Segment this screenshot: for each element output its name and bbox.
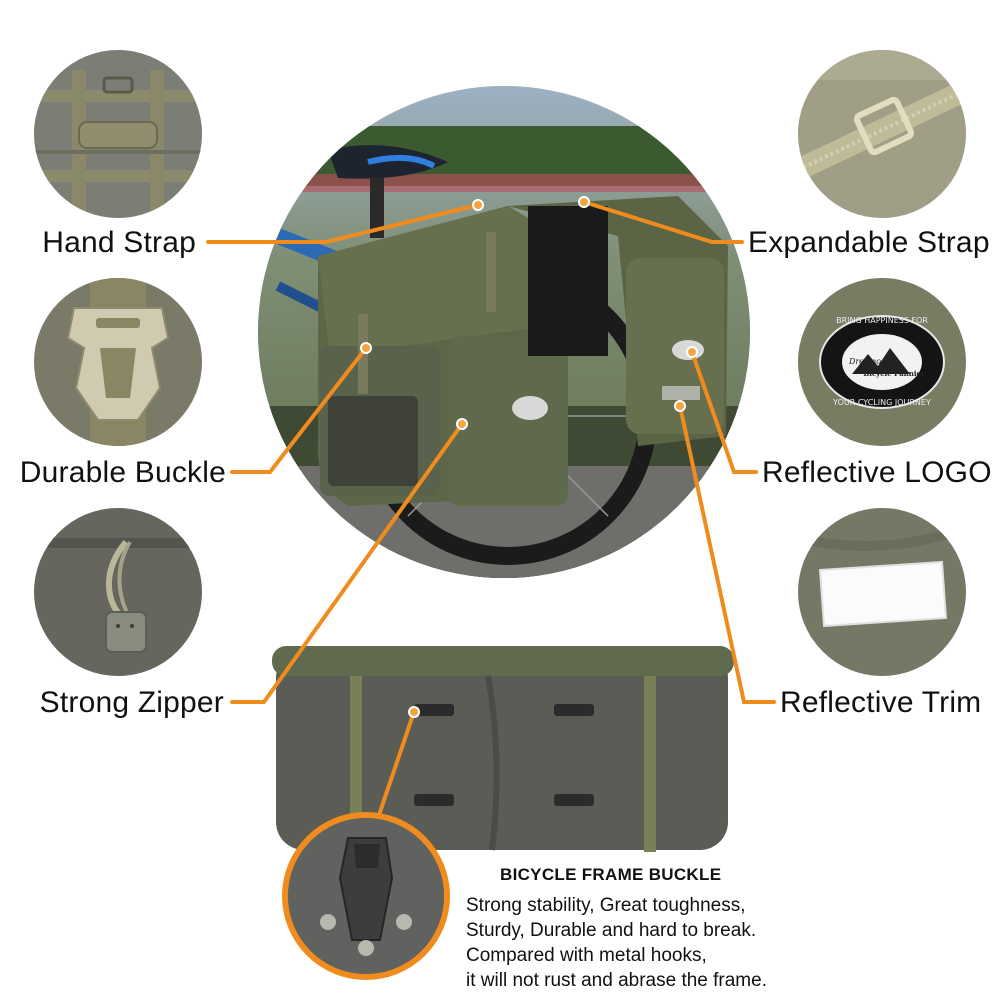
hand-strap-detail-image bbox=[34, 50, 202, 218]
expandable-strap-detail-image bbox=[798, 50, 966, 218]
logo-top-text: BRING HAPPINESS FOR bbox=[836, 316, 928, 325]
callout-expandable-strap: Expandable Strap bbox=[748, 226, 990, 259]
callout-hand-strap: Hand Strap bbox=[42, 226, 196, 259]
frame-buckle-description: BICYCLE FRAME BUCKLE Strong stability, G… bbox=[466, 862, 986, 993]
strong-zipper-detail-image bbox=[34, 508, 202, 676]
logo-product-text: Bicycle Pannier bbox=[863, 369, 925, 378]
callout-reflective-logo: Reflective LOGO bbox=[762, 456, 992, 489]
callout-reflective-trim: Reflective Trim bbox=[780, 686, 982, 719]
frame-buckle-line-1: Strong stability, Great toughness, bbox=[466, 895, 746, 916]
frame-buckle-line-2: Sturdy, Durable and hard to break. bbox=[466, 920, 757, 941]
frame-buckle-line-4: it will not rust and abrase the frame. bbox=[466, 970, 767, 991]
bike-pannier-hero-image bbox=[258, 86, 750, 578]
callout-strong-zipper: Strong Zipper bbox=[39, 686, 224, 719]
frame-buckle-zoom-image bbox=[282, 812, 450, 980]
callout-durable-buckle: Durable Buckle bbox=[19, 456, 226, 489]
frame-buckle-title: BICYCLE FRAME BUCKLE bbox=[500, 865, 722, 884]
reflective-trim-detail-image bbox=[798, 508, 966, 676]
frame-buckle-line-3: Compared with metal hooks, bbox=[466, 945, 707, 966]
logo-brand-text: Dreamoon bbox=[848, 357, 891, 366]
reflective-logo-detail-image: BRING HAPPINESS FOR Dreamoon Bicycle Pan… bbox=[798, 278, 966, 446]
durable-buckle-detail-image bbox=[34, 278, 202, 446]
logo-bottom-text: YOUR CYCLING JOURNEY bbox=[832, 398, 931, 407]
